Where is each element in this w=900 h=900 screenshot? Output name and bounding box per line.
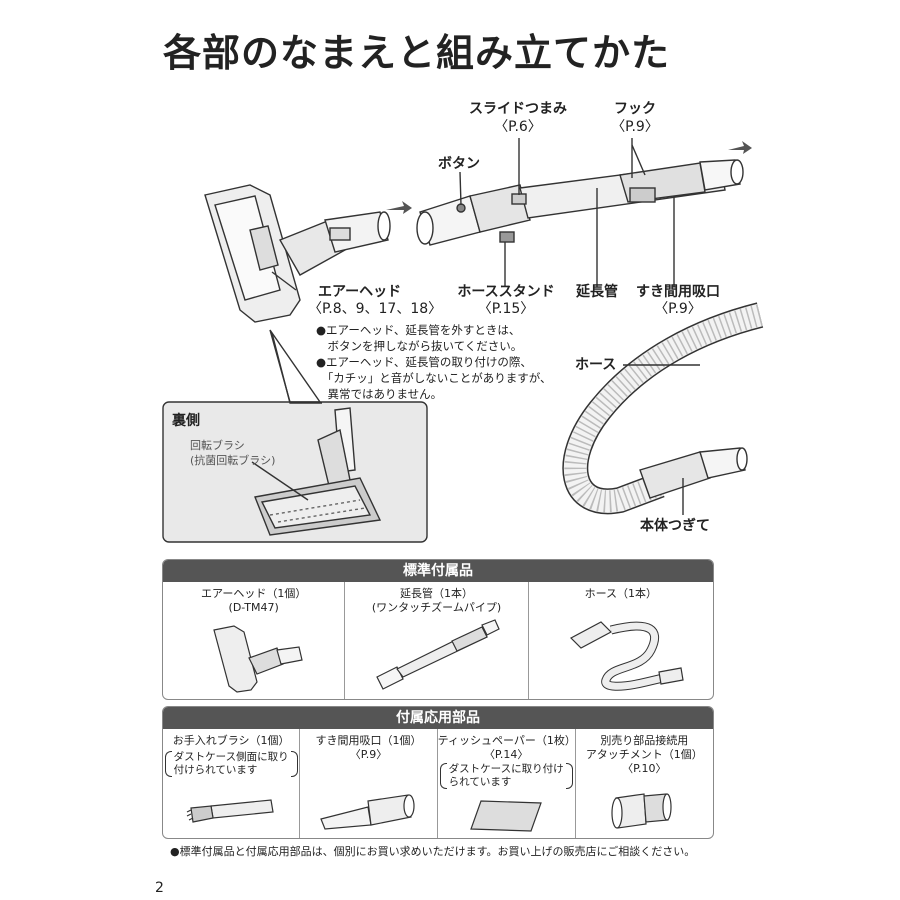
optional-accessories-table: 付属応用部品 お手入れブラシ（1個） ダストケース側面に取り 付けられています … <box>162 706 714 839</box>
accessory-subname: (ワンタッチズームパイプ) <box>371 601 502 614</box>
standard-accessories-header: 標準付属品 <box>163 560 713 582</box>
extension-pipe-thumbnail <box>345 615 527 695</box>
page-number: 2 <box>155 880 164 896</box>
note-line: 「カチッ」と音がしないことがありますが、 <box>316 371 552 385</box>
body-joint-label: 本体つぎて <box>640 518 710 534</box>
accessory-ref: 〈P.10〉 <box>622 762 667 775</box>
note-line: られています <box>448 776 512 788</box>
attachment-thumbnail <box>576 786 713 834</box>
accessory-name: すき間用吸口（1個） <box>315 734 422 747</box>
back-view-title: 裏側 <box>172 413 200 429</box>
accessory-model: (D-TM47) <box>228 601 279 614</box>
accessory-cell: 延長管（1本） (ワンタッチズームパイプ) <box>345 582 529 699</box>
accessory-name: 延長管（1本） <box>400 587 473 600</box>
accessory-ref: 〈P.9〉 <box>349 748 388 761</box>
hose-thumbnail <box>529 610 713 695</box>
hose-stand-ref: 〈P.15〉 <box>477 301 535 317</box>
air-head-label: エアーヘッド <box>318 284 402 300</box>
crevice-nozzle-label: すき間用吸口 <box>636 284 720 300</box>
hose-label: ホース <box>575 357 617 373</box>
note-line: 付けられています <box>173 764 258 776</box>
slide-knob-ref: 〈P.6〉 <box>494 119 542 135</box>
air-head-ref: 〈P.8、9、17、18〉 <box>308 301 443 317</box>
hose-illustration <box>562 302 764 515</box>
accessory-cell: すき間用吸口（1個） 〈P.9〉 <box>300 729 438 838</box>
standard-accessories-table: 標準付属品 エアーヘッド（1個） (D-TM47) 延長管（1本） (ワンタッチ… <box>162 559 714 700</box>
accessory-cell: ホース（1本） <box>529 582 713 699</box>
note-line: ボタンを押しながら抜いてください。 <box>316 339 523 353</box>
crevice-nozzle-ref: 〈P.9〉 <box>654 301 702 317</box>
air-head-illustration <box>204 184 391 323</box>
accessory-cell: エアーヘッド（1個） (D-TM47) <box>163 582 346 699</box>
hook-ref: 〈P.9〉 <box>611 119 659 135</box>
accessory-name: お手入れブラシ（1個） <box>172 734 290 747</box>
parts-diagram <box>162 138 764 543</box>
accessory-note: ダストケース側面に取り 付けられています <box>164 751 298 777</box>
extension-pipe-illustration <box>416 159 744 246</box>
accessory-name: 別売り部品接続用 <box>600 734 689 747</box>
note-line: ダストケース側面に取り <box>173 751 289 763</box>
accessory-ref: 〈P.14〉 <box>483 748 529 761</box>
hose-stand-label: ホーススタンド <box>457 284 555 300</box>
accessory-cell: 別売り部品接続用 アタッチメント（1個） 〈P.10〉 <box>576 729 713 838</box>
note-line: ●エアーヘッド、延長管の取り付けの際、 <box>316 355 532 369</box>
accessory-cell: お手入れブラシ（1個） ダストケース側面に取り 付けられています <box>163 729 301 838</box>
extension-pipe-label: 延長管 <box>576 284 618 300</box>
accessory-cell: ティッシュペーパー（1枚） 〈P.14〉 ダストケースに取り付け られています <box>437 729 576 838</box>
optional-accessories-header: 付属応用部品 <box>163 707 713 729</box>
crevice-nozzle-thumbnail <box>300 789 436 834</box>
slide-knob-label: スライドつまみ <box>469 101 567 117</box>
page-title: 各部のなまえと組み立てかた <box>163 31 671 75</box>
footnote: ●標準付属品と付属応用部品は、個別にお買い求めいただけます。お買い上げの販売店に… <box>170 845 696 858</box>
note-line: ダストケースに取り付け <box>448 763 564 775</box>
accessory-name: エアーヘッド（1個） <box>201 587 307 600</box>
note-line: ●エアーヘッド、延長管を外すときは、 <box>316 323 521 337</box>
tissue-paper-thumbnail <box>438 799 575 834</box>
rotating-brush-label: 回転ブラシ (抗菌回転ブラシ) <box>190 438 275 468</box>
assembly-notes: ●エアーヘッド、延長管を外すときは、 ボタンを押しながら抜いてください。 ●エア… <box>316 322 552 402</box>
button-label: ボタン <box>438 156 480 172</box>
cleaning-brush-thumbnail <box>163 794 299 834</box>
accessory-name: ティッシュペーパー（1枚） <box>437 734 576 747</box>
hook-label: フック <box>614 101 656 117</box>
air-head-thumbnail <box>163 620 344 695</box>
accessory-note: ダストケースに取り付け られています <box>439 763 573 789</box>
note-line: 異常ではありません。 <box>316 387 443 401</box>
brush-line: 回転ブラシ <box>190 439 245 452</box>
accessory-name-cont: アタッチメント（1個） <box>585 748 703 761</box>
accessory-name: ホース（1本） <box>584 587 658 600</box>
brush-line: (抗菌回転ブラシ) <box>190 454 276 467</box>
